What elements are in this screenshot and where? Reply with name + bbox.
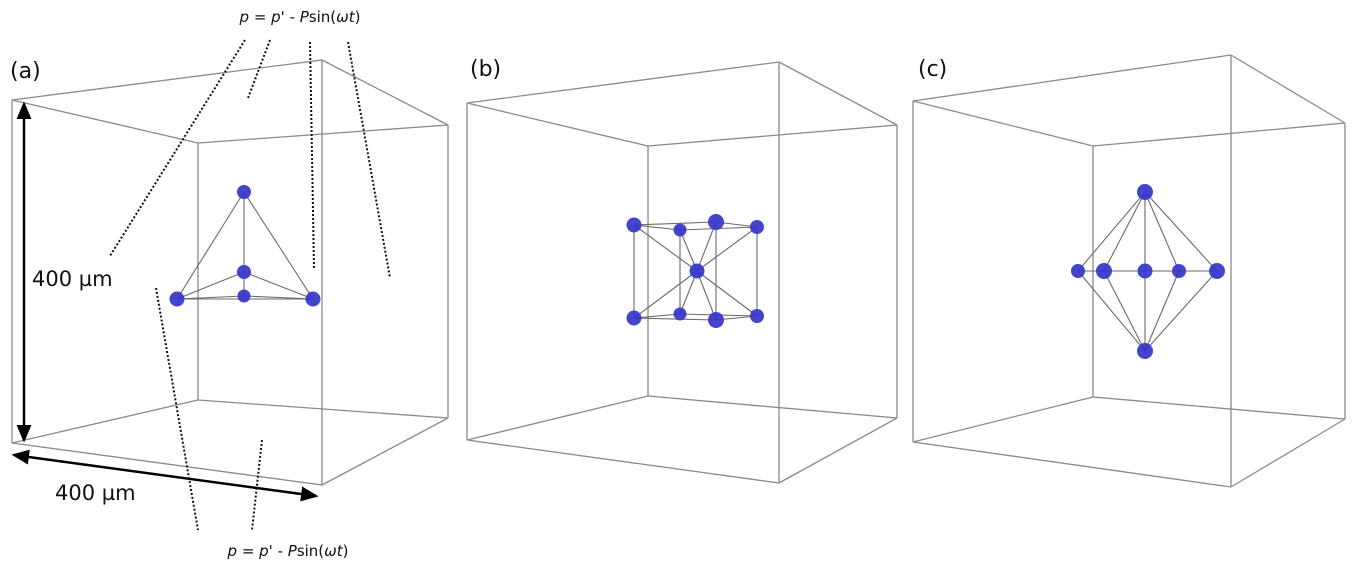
bond [1144, 270, 1180, 352]
bubble-node [1137, 184, 1153, 200]
box-edge [466, 395, 649, 441]
simulation-domain-box [912, 54, 1346, 488]
leader-line [155, 287, 199, 531]
box-edge [778, 417, 898, 484]
cluster-bonds [1077, 191, 1218, 352]
bond [696, 221, 717, 272]
box-edge [1230, 54, 1346, 124]
bond [633, 224, 698, 272]
box-edge [197, 399, 449, 419]
bubble-node [1096, 263, 1112, 279]
box-edge [1092, 122, 1346, 147]
width-arrow [11, 449, 319, 502]
panel-label-a: (a) [10, 59, 41, 84]
bubble-node [689, 263, 705, 279]
panel-label-c: (c) [918, 57, 947, 82]
box-edge [11, 99, 199, 144]
box-edge [321, 417, 449, 486]
box-edge [11, 59, 323, 101]
leader-line [309, 41, 315, 269]
cluster-nodes [169, 185, 321, 307]
bond [696, 270, 717, 321]
simulation-domain-box [466, 61, 898, 484]
bubble-node [305, 291, 321, 307]
bond [1144, 191, 1218, 272]
box-edge [197, 124, 449, 144]
bond [176, 271, 245, 300]
bubble-node [1137, 343, 1153, 359]
box-edge [647, 395, 898, 419]
bond [176, 295, 245, 300]
bubble-node [1137, 263, 1153, 279]
box-edge [466, 61, 780, 104]
boundary-leader-lines [109, 39, 391, 531]
box-edge [466, 439, 780, 484]
bond [1144, 270, 1218, 352]
bond [679, 270, 698, 315]
top-boundary-equation: p = p' - Psin(ωt) [239, 8, 361, 26]
bond [633, 317, 717, 321]
bubble-node [237, 265, 251, 279]
width-label: 400 µm [55, 481, 136, 505]
bubble-node [237, 289, 251, 303]
bottom-boundary-equation: p = p' - Psin(ωt) [227, 542, 349, 560]
bubble-node [708, 214, 724, 230]
box-edge [912, 396, 1094, 443]
bubble-node [626, 310, 642, 326]
bubble-node [673, 223, 687, 237]
leader-line [347, 41, 391, 279]
cluster-nodes [626, 214, 764, 328]
box-edge [912, 100, 1094, 147]
box-edge [778, 61, 898, 126]
bubble-node [708, 312, 724, 328]
box-edge [11, 442, 323, 486]
box-edge [11, 399, 199, 444]
bond [243, 191, 314, 300]
leader-line [109, 39, 246, 257]
bond [1103, 191, 1146, 272]
bond [1144, 191, 1180, 272]
height-label: 400 µm [32, 267, 113, 291]
panel-label-b: (b) [470, 57, 501, 82]
box-edge [1092, 396, 1346, 420]
cluster-nodes [1071, 184, 1225, 359]
box-edge [647, 124, 898, 147]
bond [633, 224, 681, 231]
bond [1077, 270, 1146, 352]
bond [1077, 191, 1146, 272]
bond [696, 226, 758, 272]
bubble-node [750, 309, 764, 323]
bubble-node [750, 220, 764, 234]
bubble-node [673, 307, 687, 321]
box-edge [1230, 418, 1346, 488]
box-edge [912, 441, 1232, 488]
box-edge [466, 102, 649, 147]
bubble-node [1209, 263, 1225, 279]
bubble-node [626, 217, 642, 233]
bond [243, 271, 314, 300]
bubble-node [169, 291, 185, 307]
bubble-node [1071, 264, 1085, 278]
bond [176, 191, 245, 300]
box-edge [912, 54, 1232, 102]
bubble-node [237, 185, 251, 199]
leader-line [251, 439, 263, 531]
bond [633, 270, 698, 319]
bubble-node [1172, 264, 1186, 278]
bond [696, 270, 758, 317]
box-edge [321, 59, 449, 126]
bond [243, 295, 314, 300]
bond [633, 221, 717, 226]
bond [633, 313, 681, 319]
bond [1103, 270, 1146, 352]
